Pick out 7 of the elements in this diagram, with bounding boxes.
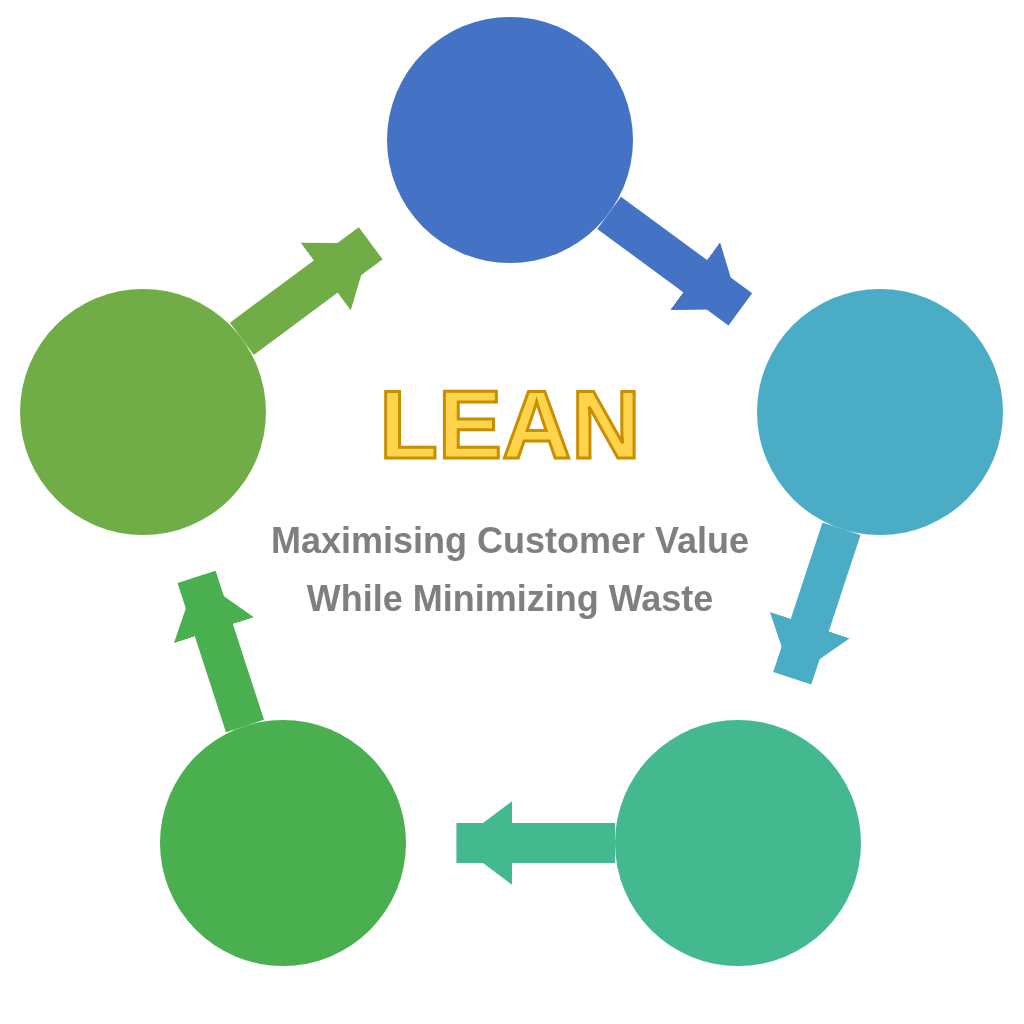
title-text: LEAN [378,372,642,478]
block-arrow [769,522,861,685]
block-arrow [229,227,383,355]
block-arrow [456,801,615,885]
block-arrow [597,196,753,326]
subtitle-text: Maximising Customer Value While Minimizing Waste [269,519,751,621]
block-arrow [173,570,265,733]
